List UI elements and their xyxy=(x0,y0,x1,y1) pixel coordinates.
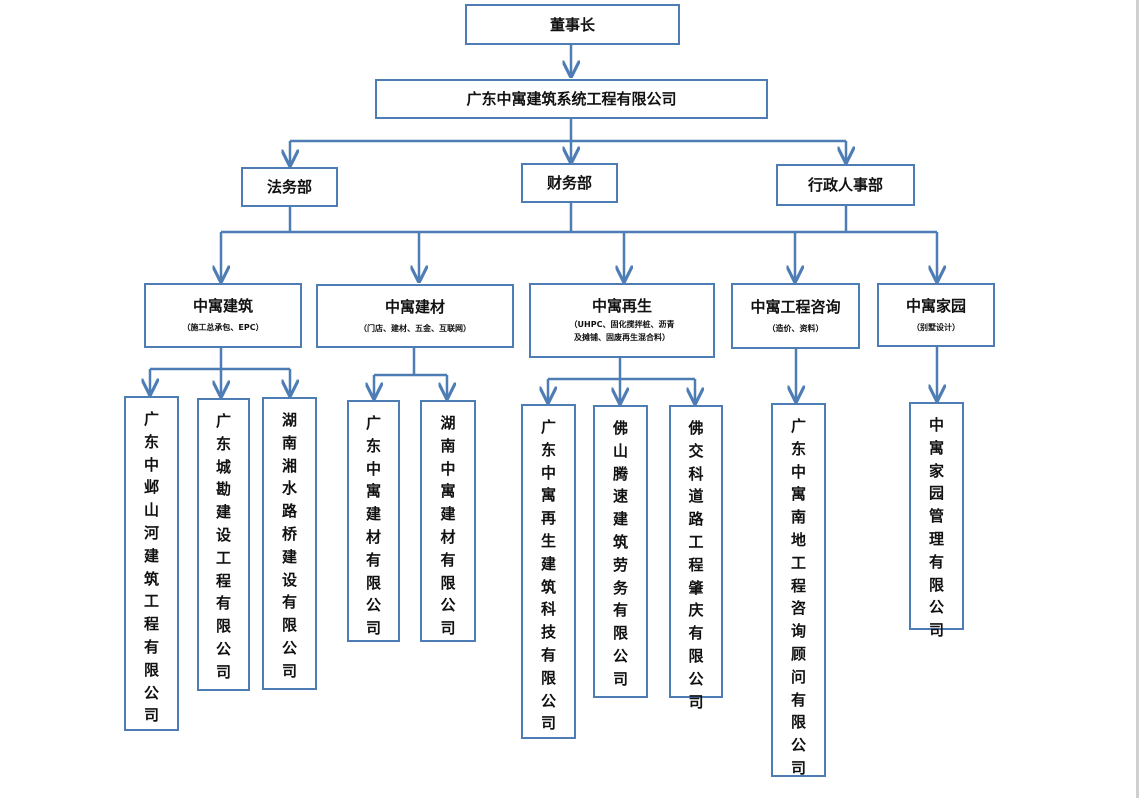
subsidiary-box: 广东中寓再生建筑科技有限公司 xyxy=(521,404,576,739)
dept-legal-label: 法务部 xyxy=(266,178,312,196)
division-construction-box: 中寓建筑 （施工总承包、EPC） xyxy=(144,283,302,348)
subsidiary-box: 佛交科道路工程肇庆有限公司 xyxy=(669,405,723,711)
subsidiary-box: 广东城勘建设工程有限公司 xyxy=(197,398,250,691)
subsidiary-name: 湖南湘水路桥建设有限公司 xyxy=(282,411,298,680)
dept-admin-label: 行政人事部 xyxy=(807,176,883,194)
division-construction-note: （施工总承包、EPC） xyxy=(182,323,264,332)
subsidiary-name: 广东中寓再生建筑科技有限公司 xyxy=(541,418,557,733)
dept-admin-box: 行政人事部 xyxy=(776,164,915,206)
division-home-note: （别墅设计） xyxy=(912,322,960,332)
division-construction-label: 中寓建筑 xyxy=(192,297,253,315)
subsidiary-box: 广东中邺山河建筑工程有限公司 xyxy=(124,396,179,731)
subsidiary-name: 湖南中寓建材有限公司 xyxy=(440,414,456,638)
page-edge xyxy=(1136,0,1139,798)
subsidiary-name: 广东城勘建设工程有限公司 xyxy=(216,412,232,681)
division-home-box: 中寓家园 （别墅设计） xyxy=(877,283,995,347)
chairman-label: 董事长 xyxy=(549,15,595,34)
subsidiary-name: 中寓家园管理有限公司 xyxy=(929,416,945,640)
company-label: 广东中寓建筑系统工程有限公司 xyxy=(466,90,677,108)
subsidiary-box: 广东中寓建材有限公司 xyxy=(347,400,400,642)
dept-finance-label: 财务部 xyxy=(546,174,592,192)
division-materials-label: 中寓建材 xyxy=(384,297,445,316)
dept-legal-box: 法务部 xyxy=(241,167,338,207)
division-materials-box: 中寓建材 （门店、建材、五金、互联网） xyxy=(316,284,514,348)
subsidiary-box: 佛山腾速建筑劳务有限公司 xyxy=(593,405,648,698)
dept-finance-box: 财务部 xyxy=(521,163,618,203)
division-consulting-label: 中寓工程咨询 xyxy=(750,297,841,316)
division-home-label: 中寓家园 xyxy=(905,296,966,315)
subsidiary-box: 广东中寓南地工程咨询顾问有限公司 xyxy=(771,403,826,777)
subsidiary-name: 广东中寓建材有限公司 xyxy=(366,414,382,638)
division-materials-note: （门店、建材、五金、互联网） xyxy=(359,323,471,333)
division-recycling-note-2: 及摊铺、固废再生混合料） xyxy=(574,332,670,342)
division-recycling-box: 中寓再生 （UHPC、固化搅拌桩、沥青 及摊铺、固废再生混合料） xyxy=(529,283,715,358)
company-box: 广东中寓建筑系统工程有限公司 xyxy=(375,79,768,119)
subsidiary-name: 佛交科道路工程肇庆有限公司 xyxy=(688,419,704,711)
subsidiary-name: 广东中寓南地工程咨询顾问有限公司 xyxy=(791,417,807,777)
division-recycling-label: 中寓再生 xyxy=(591,296,652,315)
subsidiary-name: 广东中邺山河建筑工程有限公司 xyxy=(144,410,160,725)
subsidiary-box: 湖南中寓建材有限公司 xyxy=(420,400,476,642)
subsidiary-name: 佛山腾速建筑劳务有限公司 xyxy=(613,419,629,688)
division-consulting-box: 中寓工程咨询 （造价、资料） xyxy=(731,283,860,349)
chairman-box: 董事长 xyxy=(465,4,680,45)
subsidiary-box: 中寓家园管理有限公司 xyxy=(909,402,964,639)
subsidiary-box: 湖南湘水路桥建设有限公司 xyxy=(262,397,317,690)
division-consulting-note: （造价、资料） xyxy=(767,323,824,333)
division-recycling-note-1: （UHPC、固化搅拌桩、沥青 xyxy=(569,319,675,329)
